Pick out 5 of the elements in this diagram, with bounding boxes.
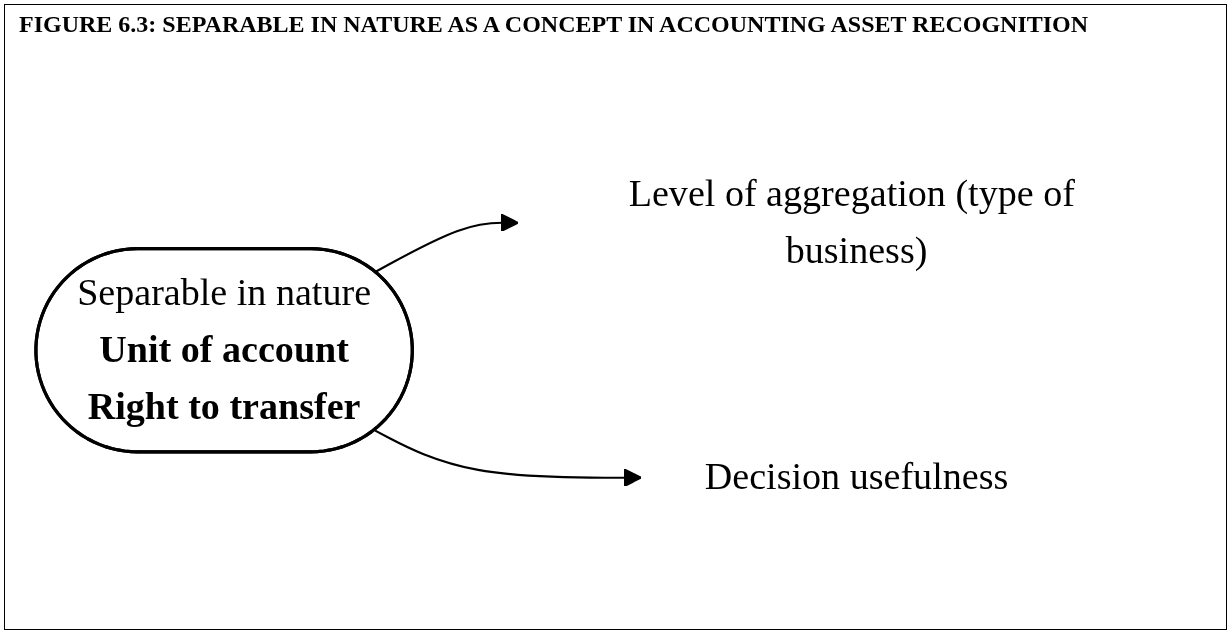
figure-title: FIGURE 6.3: SEPARABLE IN NATURE AS A CONCEPT IN ACCOUNTING ASSET RECOGNITION xyxy=(19,11,1090,38)
node-text: Decision usefulness xyxy=(704,455,1009,498)
node-text: Level of aggregation (type of business) xyxy=(628,171,1075,271)
arrow xyxy=(374,429,643,487)
arrow xyxy=(374,213,519,273)
